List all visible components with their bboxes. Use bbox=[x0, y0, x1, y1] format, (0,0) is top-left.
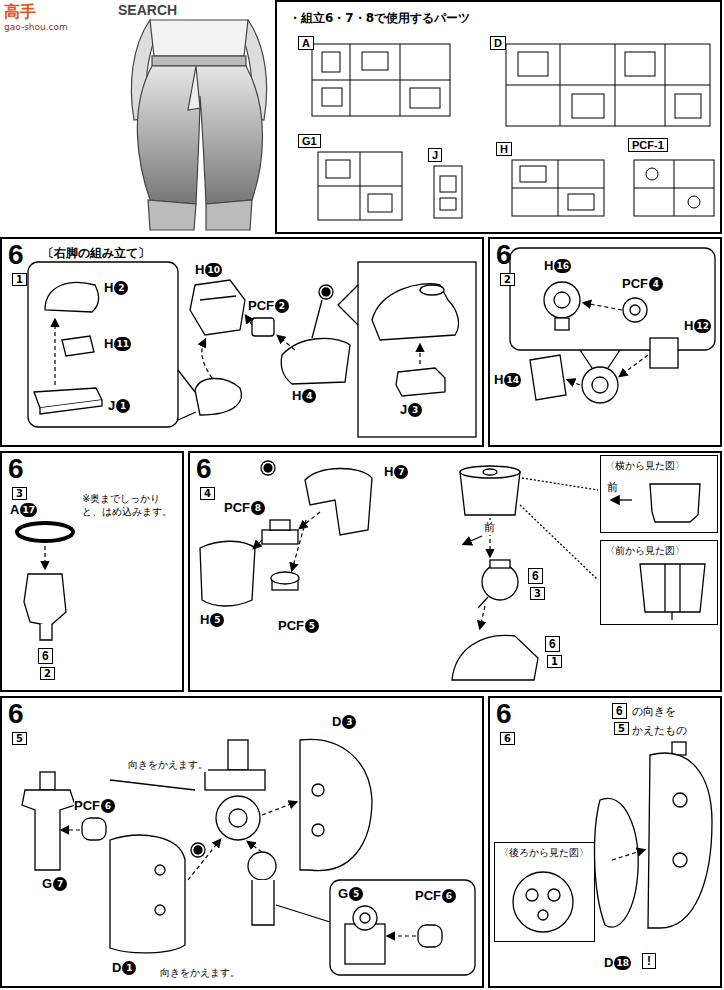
view-label: 〈後ろから見た図〉 bbox=[499, 846, 589, 860]
step-substep: 2 bbox=[40, 667, 55, 680]
part-number: 2 bbox=[114, 281, 128, 295]
step-number: 6 bbox=[496, 241, 512, 269]
part-letter: PCF bbox=[74, 798, 100, 813]
text-label: の向きを bbox=[632, 704, 676, 719]
part-number: 12 bbox=[694, 319, 711, 333]
step-substep: 5 bbox=[614, 722, 629, 735]
part-number: 1 bbox=[116, 399, 130, 413]
part-letter: A bbox=[10, 502, 19, 517]
part-letter: G bbox=[42, 876, 52, 891]
part-letter: H bbox=[195, 262, 204, 277]
part-number: 3 bbox=[408, 403, 422, 417]
part-letter: H bbox=[292, 388, 301, 403]
part-letter: D bbox=[604, 955, 613, 970]
text-label: 前 bbox=[607, 480, 618, 495]
step-panel: 64〈横から見た図〉前〈前から見た図〉 bbox=[188, 451, 722, 692]
step-panel: 62 bbox=[488, 237, 722, 447]
part-number: 8 bbox=[251, 501, 265, 515]
step-heading: ・組立6・7・8で使用するパーツ bbox=[289, 10, 470, 27]
view-inset: 〈横から見た図〉前 bbox=[600, 455, 718, 533]
part-letter: H bbox=[494, 372, 503, 387]
part-number: 18 bbox=[614, 956, 631, 970]
part-number: 11 bbox=[114, 337, 131, 351]
part-number: 17 bbox=[20, 503, 37, 517]
part-letter: PCF bbox=[622, 276, 648, 291]
part-number: 2 bbox=[275, 299, 289, 313]
step-substep: 1 bbox=[547, 655, 562, 668]
part-letter: H bbox=[104, 280, 113, 295]
runner-letter: G1 bbox=[298, 134, 321, 148]
step-number: 6 bbox=[196, 455, 212, 483]
runner-letter: H bbox=[496, 142, 512, 156]
part-number: 4 bbox=[302, 389, 316, 403]
part-number: 7 bbox=[394, 465, 408, 479]
part-letter: H bbox=[684, 318, 693, 333]
part-number: 16 bbox=[554, 259, 571, 273]
view-label: 向きをかえます。 bbox=[128, 758, 208, 772]
part-letter: J bbox=[400, 402, 407, 417]
part-number: 6 bbox=[442, 889, 456, 903]
part-number: 7 bbox=[53, 877, 67, 891]
step-substep: 3 bbox=[12, 487, 27, 500]
step-number: 6 bbox=[8, 455, 24, 483]
part-letter: G bbox=[338, 886, 348, 901]
part-letter: PCF bbox=[415, 888, 441, 903]
runner-letter: A bbox=[298, 36, 314, 50]
part-letter: J bbox=[108, 398, 115, 413]
step-ref: 6 bbox=[612, 703, 627, 719]
header-text: SEARCH bbox=[118, 2, 177, 18]
step-substep: 2 bbox=[500, 273, 515, 286]
part-number: 14 bbox=[504, 373, 521, 387]
view-inset: 〈後ろから見た図〉 bbox=[494, 842, 595, 942]
caution-mark: ! bbox=[642, 953, 656, 969]
text-label: かえたもの bbox=[632, 723, 687, 738]
part-number: 6 bbox=[101, 799, 115, 813]
step-panel: 63 bbox=[0, 451, 184, 692]
watermark: gao-shou.com bbox=[4, 22, 68, 32]
runner-letter: J bbox=[428, 148, 442, 162]
step-number: 6 bbox=[8, 241, 24, 269]
step-substep: 5 bbox=[12, 732, 27, 745]
part-letter: H bbox=[384, 464, 393, 479]
step-panel: 65 bbox=[0, 696, 484, 988]
part-number: 5 bbox=[305, 619, 319, 633]
part-number: 3 bbox=[342, 715, 356, 729]
view-label: 向きをかえます。 bbox=[160, 966, 240, 980]
part-letter: PCF bbox=[224, 500, 250, 515]
part-letter: PCF bbox=[248, 298, 274, 313]
step-substep: 6 bbox=[500, 732, 515, 745]
step-ref: 6 bbox=[545, 636, 560, 652]
part-number: 1 bbox=[122, 961, 136, 975]
part-letter: H bbox=[200, 612, 209, 627]
step-number: 6 bbox=[8, 700, 24, 728]
step-number: 6 bbox=[496, 700, 512, 728]
view-inset: 〈前から見た図〉 bbox=[600, 540, 718, 625]
step-ref: 6 bbox=[528, 568, 543, 584]
part-letter: PCF bbox=[278, 618, 304, 633]
step-substep: 3 bbox=[530, 587, 545, 600]
part-number: 10 bbox=[205, 263, 222, 277]
part-letter: D bbox=[112, 960, 121, 975]
view-label: 〈横から見た図〉 bbox=[605, 459, 685, 473]
part-number: 5 bbox=[210, 613, 224, 627]
step-substep: 4 bbox=[200, 487, 215, 500]
step-ref: 6 bbox=[38, 648, 53, 664]
part-letter: H bbox=[104, 336, 113, 351]
step-substep: 1 bbox=[12, 273, 27, 286]
runner-letter: D bbox=[490, 36, 506, 50]
step-heading: 〔右脚の組み立て〕 bbox=[42, 245, 150, 262]
view-label: 〈前から見た図〉 bbox=[605, 544, 685, 558]
watermark: 高手 bbox=[4, 2, 36, 23]
runner-letter: PCF-1 bbox=[628, 138, 668, 152]
part-letter: H bbox=[544, 258, 553, 273]
part-number: 4 bbox=[649, 277, 663, 291]
text-label: 前 bbox=[484, 520, 495, 535]
part-letter: D bbox=[332, 714, 341, 729]
note-text: ※奥までしっかりと、はめ込みます。 bbox=[82, 492, 174, 518]
step-panel: 6 6 〈後ろから見た図〉 bbox=[488, 696, 722, 988]
part-number: 5 bbox=[349, 887, 363, 901]
